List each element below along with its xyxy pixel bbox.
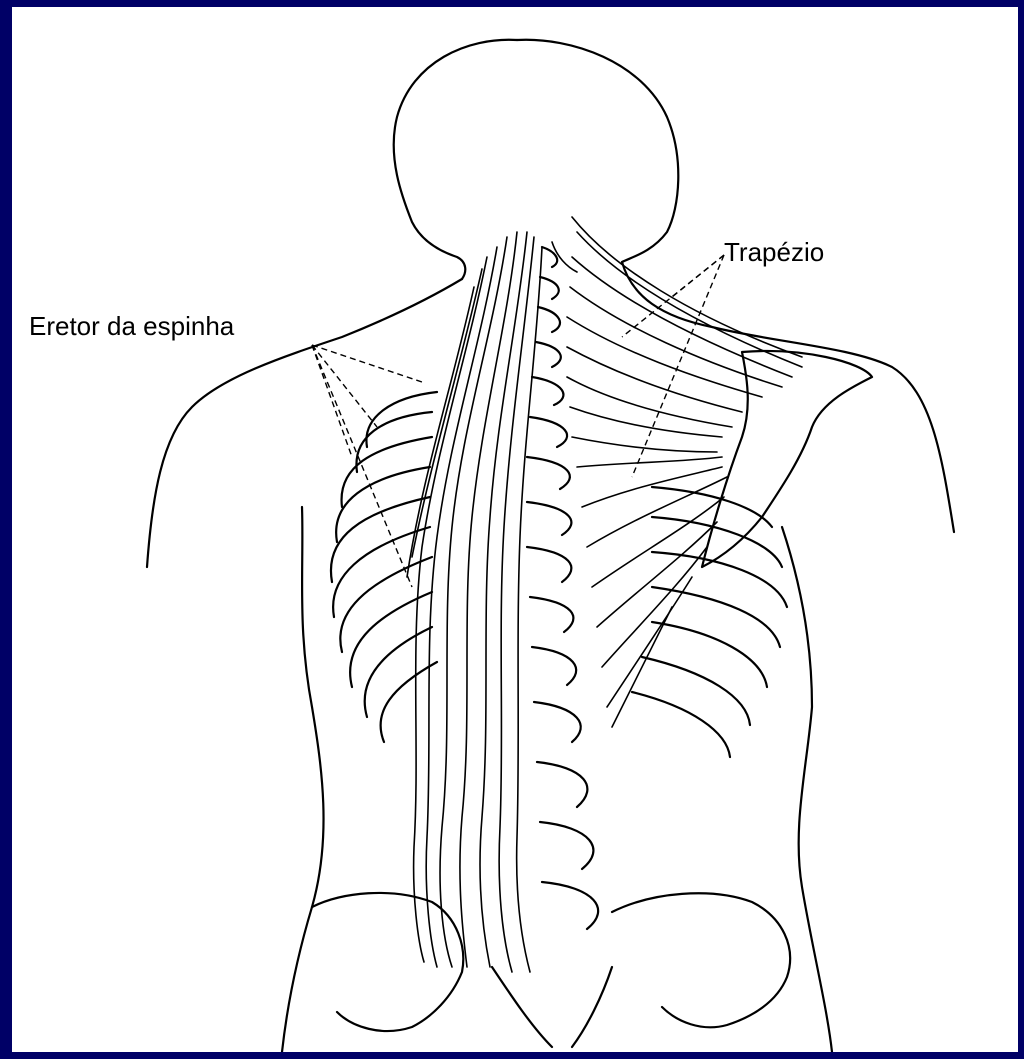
erector-leader-3 — [312, 345, 352, 457]
erector-leader-2 — [312, 345, 377, 427]
erector-spinae-fibers — [407, 232, 542, 972]
scapula — [702, 351, 872, 567]
head-outline — [394, 40, 517, 279]
erector-leader-4 — [312, 345, 412, 587]
pelvis-left — [312, 893, 463, 1031]
pelvis-right — [612, 893, 790, 1027]
erector-spinae-label: Eretor da espinha — [29, 313, 234, 339]
right-ribs — [632, 487, 787, 757]
body-outline-right — [622, 262, 954, 532]
illustration-canvas: Eretor da espinha Trapézio — [12, 7, 1018, 1052]
vertebrae — [527, 247, 598, 929]
trapezius-label: Trapézio — [724, 239, 824, 265]
sacrum — [492, 967, 612, 1047]
head-outline-right — [517, 40, 678, 262]
back-anatomy-illustration — [12, 7, 1018, 1052]
right-flank — [782, 527, 832, 1052]
left-flank — [282, 507, 324, 1052]
erector-leader-1 — [312, 345, 422, 382]
